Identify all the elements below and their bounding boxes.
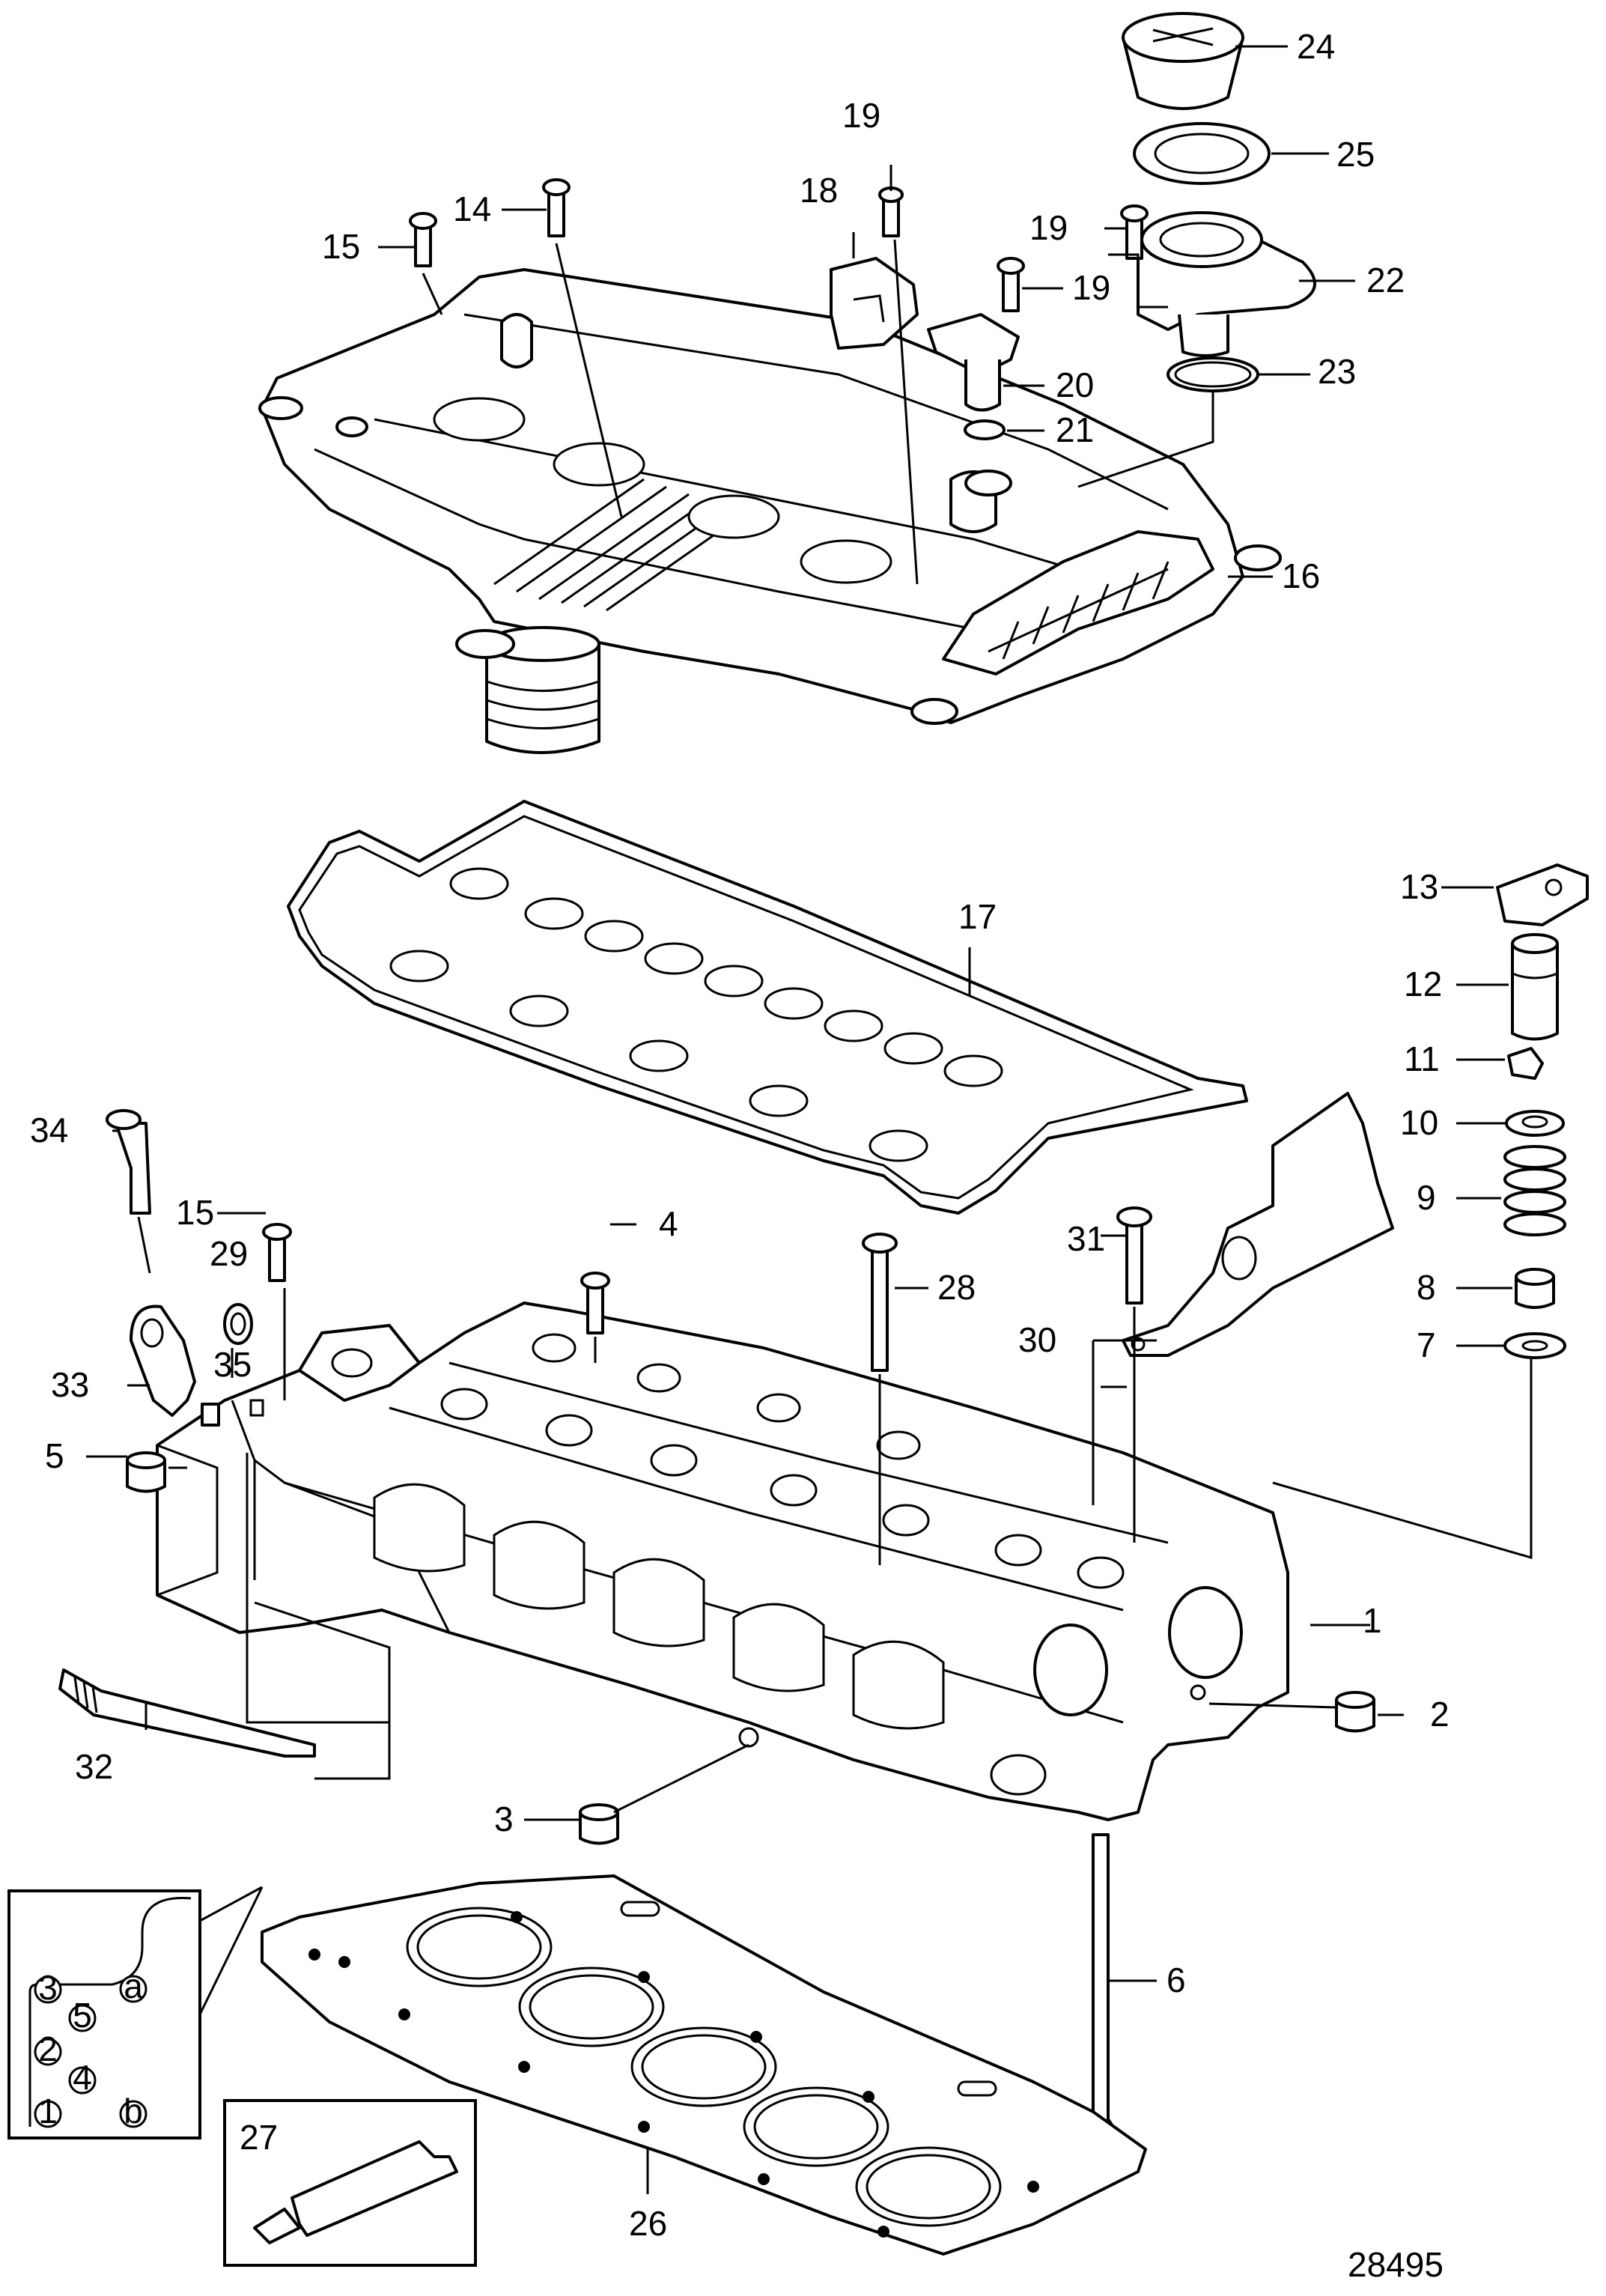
callout-6: 6 xyxy=(1167,1961,1186,1999)
valve-cover xyxy=(258,268,1282,754)
seq-b: b xyxy=(124,2092,143,2131)
gasket-bores xyxy=(406,1907,1002,2227)
callout-24: 24 xyxy=(1297,27,1335,66)
callout-19-right: 19 xyxy=(1029,208,1068,247)
callout-4: 4 xyxy=(659,1204,678,1243)
sensor xyxy=(927,313,1020,412)
tightening-sequence-inset: 3 a 5 2 4 1 b xyxy=(7,1886,264,2139)
bolts-upper xyxy=(409,178,1149,312)
leader-lines xyxy=(86,45,1533,2194)
callout-5: 5 xyxy=(45,1436,64,1475)
seq-5: 5 xyxy=(73,1996,92,2035)
bracket xyxy=(830,257,919,350)
callout-34: 34 xyxy=(30,1111,68,1149)
callout-9: 9 xyxy=(1417,1178,1436,1217)
valve-spring xyxy=(1503,1145,1566,1236)
oil-filler-cap xyxy=(1122,12,1244,110)
seq-a: a xyxy=(124,1967,143,2005)
callout-2: 2 xyxy=(1430,1695,1450,1734)
filler-seal xyxy=(1133,122,1271,185)
callout-16: 16 xyxy=(1282,556,1320,595)
cylinder-head xyxy=(156,1302,1289,1821)
callout-7: 7 xyxy=(1417,1325,1436,1364)
filler-neck xyxy=(1137,211,1316,357)
callout-18: 18 xyxy=(800,171,838,210)
callout-26: 26 xyxy=(629,2204,667,2243)
intake-ports xyxy=(373,1483,945,1730)
callout-23: 23 xyxy=(1318,352,1356,391)
callout-17: 17 xyxy=(958,897,997,936)
head-gasket xyxy=(261,1874,1147,2256)
callout-31: 31 xyxy=(1067,1219,1105,1258)
drawing-number: 28495 xyxy=(1348,2245,1444,2284)
callout-30: 30 xyxy=(1018,1320,1056,1359)
valve-cover-gasket xyxy=(287,800,1248,1215)
seq-1: 1 xyxy=(38,2092,58,2131)
head-hardware xyxy=(106,1109,1375,1845)
callout-20: 20 xyxy=(1056,365,1094,404)
callout-3: 3 xyxy=(494,1800,514,1838)
lifting-bracket xyxy=(1122,1092,1394,1357)
callout-14: 14 xyxy=(453,189,491,228)
seq-4: 4 xyxy=(73,2058,92,2097)
callout-11: 11 xyxy=(1404,1039,1440,1078)
callout-22: 22 xyxy=(1366,261,1405,300)
callout-32: 32 xyxy=(75,1747,113,1786)
valve-stem-seal xyxy=(1515,1268,1555,1309)
callout-13: 13 xyxy=(1400,867,1438,906)
callout-29: 29 xyxy=(210,1234,248,1273)
seq-2: 2 xyxy=(38,2029,58,2068)
gasket-port-rings xyxy=(389,867,1003,1162)
callout-15-upper: 15 xyxy=(322,227,360,266)
cover-ribs xyxy=(493,478,757,612)
callout-28: 28 xyxy=(937,1268,976,1307)
filler-o-ring xyxy=(1167,356,1259,392)
callout-33: 33 xyxy=(51,1365,89,1404)
callout-19-mid: 19 xyxy=(1072,268,1110,307)
valve-keepers xyxy=(1507,1047,1544,1080)
glow-plug xyxy=(58,1668,316,1758)
callout-8: 8 xyxy=(1417,1268,1436,1307)
callout-labels: 1 2 3 4 5 6 7 8 9 10 11 12 13 14 15 15 1… xyxy=(30,27,1450,2284)
callout-35: 35 xyxy=(213,1345,252,1384)
callout-27: 27 xyxy=(240,2118,278,2157)
gasket-bolt-holes xyxy=(308,1911,1039,2238)
callout-12: 12 xyxy=(1404,965,1442,1003)
spring-seat-washer xyxy=(1503,1332,1566,1359)
callout-25: 25 xyxy=(1336,135,1375,174)
callout-1: 1 xyxy=(1363,1601,1382,1640)
callout-19-top: 19 xyxy=(842,96,880,135)
callout-21: 21 xyxy=(1056,410,1094,449)
callout-10: 10 xyxy=(1400,1103,1438,1142)
rocker-arm xyxy=(1496,863,1589,926)
sensor-o-ring xyxy=(964,419,1006,440)
cam-bearing-bosses xyxy=(350,1333,1125,1589)
callout-15-lower: 15 xyxy=(176,1193,214,1232)
spring-retainer xyxy=(1505,1110,1565,1137)
hydraulic-lifter xyxy=(1511,933,1559,1041)
seq-3: 3 xyxy=(38,1968,58,2007)
sealant-box xyxy=(223,2099,477,2267)
